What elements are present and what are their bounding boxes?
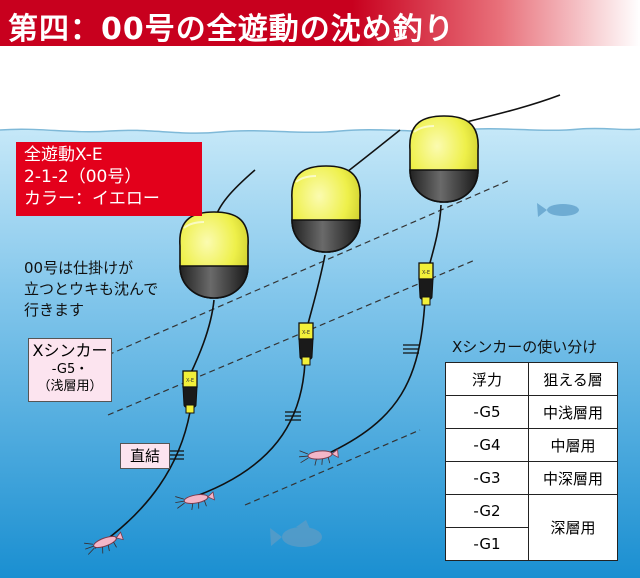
table-row: -G4 中層用 [445, 428, 618, 462]
table-row: -G2 深層用 [445, 494, 618, 561]
x-sinker-1: X-E [182, 370, 198, 414]
cell-layer: 中層用 [528, 428, 618, 462]
sinker-usage-table: 浮力 狙える層 -G5 中浅層用 -G4 中層用 -G3 中深層用 -G2 深層… [445, 362, 618, 561]
cell-buoyancy: -G2 [445, 494, 529, 528]
sinker-label-line-1: -G5・ [51, 362, 89, 377]
cell-layer-merged: 深層用 [528, 494, 618, 561]
sinker-3-tag: X-E [422, 270, 430, 276]
sinker-label-line-2-text: 浅層用 [50, 379, 90, 394]
spec-line-3: カラー：イエロー [24, 189, 160, 209]
float-2 [291, 165, 361, 253]
title-bar: 第四：00号の全遊動の沈め釣り [0, 0, 640, 47]
shrimp-bait-3 [299, 448, 339, 466]
cell-buoyancy: -G5 [445, 395, 529, 429]
water-surface-line [0, 127, 640, 134]
spec-box: 全遊動X-E 2-1-2（00号） カラー：イエロー [16, 142, 202, 216]
spec-line-2: 2-1-2（00号） [24, 167, 142, 187]
float-1 [179, 211, 249, 299]
table-row: -G1 [445, 527, 618, 561]
sinker-label-title: Xシンカー [32, 341, 108, 360]
header-layer: 狙える層 [528, 362, 618, 396]
sinker-label-sub: -G5・ （浅層用） [29, 361, 111, 395]
direct-connect-label: 直結 [120, 443, 170, 469]
table-header-row: 浮力 狙える層 [445, 362, 618, 396]
cell-buoyancy: -G1 [445, 527, 529, 561]
cell-buoyancy: -G4 [445, 428, 529, 462]
sinker-2-tag: X-E [302, 330, 310, 336]
main-line-3 [454, 94, 561, 126]
shrimp-bait-1 [84, 531, 124, 555]
page-title: 第四：00号の全遊動の沈め釣り [8, 12, 455, 47]
fish-upper [537, 203, 579, 217]
float-3 [409, 115, 479, 203]
x-sinker-3: X-E [418, 262, 434, 306]
note-line-1: 00号は仕掛けが [24, 259, 134, 277]
cell-layer: 中深層用 [528, 461, 618, 495]
sinker-1-tag: X-E [186, 378, 194, 384]
shrimp-bait-2 [175, 491, 215, 510]
table-title: Xシンカーの使い分け [452, 338, 598, 356]
table-row: -G3 中深層用 [445, 461, 618, 495]
sinker-label-line-2: （浅層用） [37, 379, 103, 394]
sinker-label-box: Xシンカー -G5・ （浅層用） [28, 338, 112, 402]
header-buoyancy: 浮力 [445, 362, 529, 396]
note-text: 00号は仕掛けが 立つとウキも沈んで 行きます [24, 258, 158, 321]
shot-marks [168, 344, 419, 460]
cell-buoyancy: -G3 [445, 461, 529, 495]
note-line-2: 立つとウキも沈んで [24, 280, 159, 298]
spec-line-1: 全遊動X-E [24, 145, 103, 165]
fish-lower [270, 520, 322, 547]
depth-guide-lines [107, 179, 511, 506]
x-sinker-2: X-E [298, 322, 314, 366]
note-line-3: 行きます [24, 301, 85, 319]
cell-layer: 中浅層用 [528, 395, 618, 429]
table-row: -G5 中浅層用 [445, 395, 618, 429]
